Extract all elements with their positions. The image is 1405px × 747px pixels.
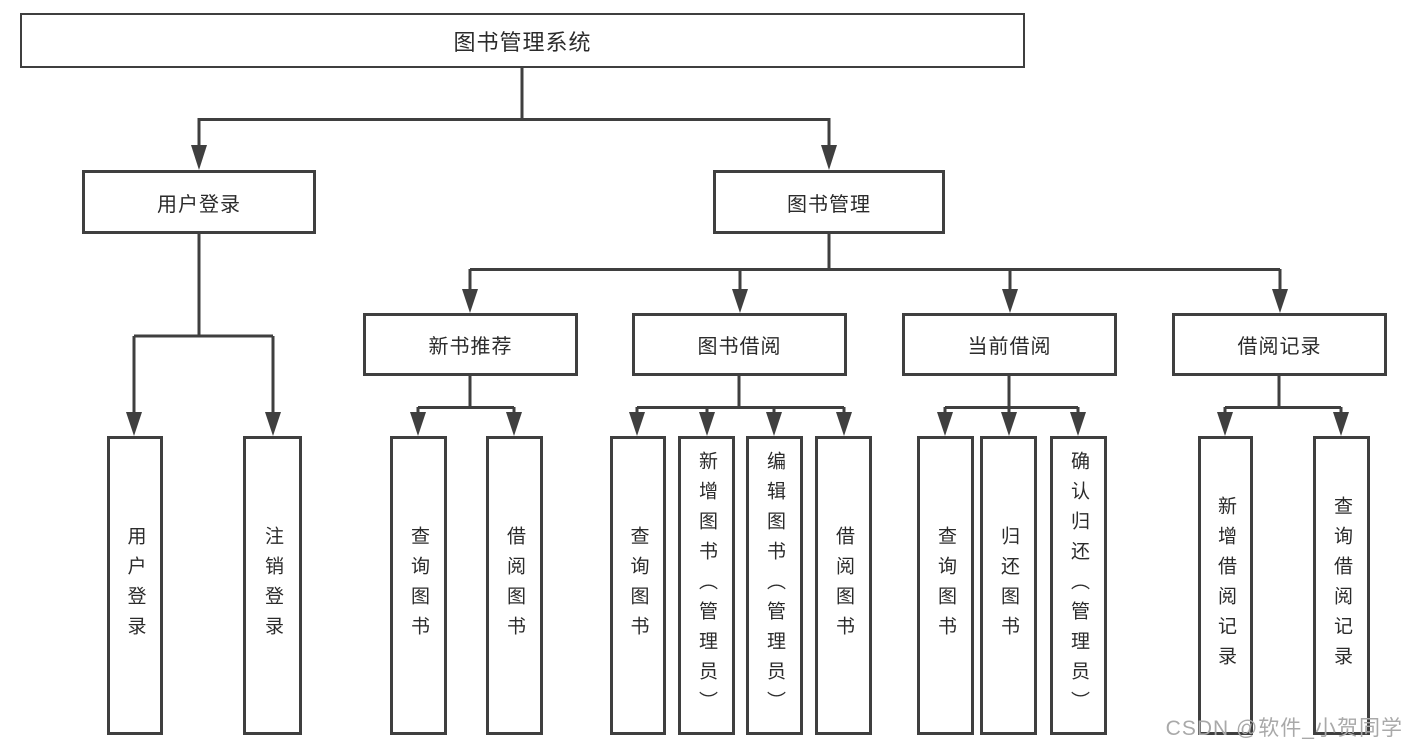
- node-borrow-records: 借阅记录: [1172, 313, 1387, 376]
- node-book-borrow: 图书借阅: [632, 313, 847, 376]
- node-label: 新书推荐: [428, 336, 513, 358]
- leaf-borrow-add-admin: 新增图书（管理员）: [678, 436, 735, 735]
- node-label: 查询借阅记录: [1331, 495, 1352, 676]
- node-label: 借阅图书: [504, 525, 525, 646]
- arrowhead: [1002, 289, 1018, 313]
- leaf-borrow-borrow: 借阅图书: [815, 436, 872, 735]
- connector-book-mgmt-children: [462, 233, 1288, 313]
- node-label: 当前借阅: [967, 336, 1052, 358]
- node-label: 图书借阅: [697, 336, 782, 358]
- arrowhead: [506, 412, 522, 436]
- leaf-current-confirm-admin: 确认归还（管理员）: [1050, 436, 1107, 735]
- arrowhead: [1217, 412, 1233, 436]
- csdn-watermark: CSDN @软件_小贺同学: [1165, 717, 1403, 740]
- node-label: 编辑图书（管理员）: [764, 450, 785, 721]
- leaf-borrow-query: 查询图书: [610, 436, 666, 735]
- node-label: 确认归还（管理员）: [1068, 450, 1089, 721]
- connector-user-login-children: [126, 233, 281, 436]
- arrowhead: [462, 289, 478, 313]
- node-new-book-recommend: 新书推荐: [363, 313, 578, 376]
- node-label: 查询图书: [408, 525, 429, 646]
- arrowhead: [191, 145, 207, 170]
- node-library-system: 图书管理系统: [20, 13, 1025, 68]
- arrowhead: [821, 145, 837, 170]
- connector-borrow-records-children: [1217, 376, 1349, 436]
- node-label: 借阅记录: [1237, 336, 1322, 358]
- arrowhead: [766, 412, 782, 436]
- node-label: 图书管理: [787, 193, 871, 216]
- arrowhead: [732, 289, 748, 313]
- node-label: 用户登录: [157, 193, 241, 216]
- arrowhead: [265, 412, 281, 436]
- node-label: 借阅图书: [833, 525, 854, 646]
- leaf-newbook-borrow: 借阅图书: [486, 436, 543, 735]
- connector-book-borrow-children: [629, 376, 852, 436]
- node-label: 图书管理系统: [453, 29, 592, 55]
- arrowhead: [937, 412, 953, 436]
- leaf-newbook-query: 查询图书: [390, 436, 447, 735]
- leaf-user-login: 用户登录: [107, 436, 163, 735]
- arrowhead: [410, 412, 426, 436]
- node-label: 查询图书: [627, 525, 649, 646]
- node-label: 用户登录: [124, 525, 146, 646]
- arrowhead: [126, 412, 142, 436]
- node-current-borrow: 当前借阅: [902, 313, 1117, 376]
- arrowhead: [1272, 289, 1288, 313]
- leaf-borrow-edit-admin: 编辑图书（管理员）: [746, 436, 803, 735]
- node-book-management: 图书管理: [713, 170, 945, 234]
- node-user-login: 用户登录: [82, 170, 316, 234]
- connector-root-to-level2: [191, 68, 837, 170]
- leaf-record-query: 查询借阅记录: [1313, 436, 1370, 735]
- node-label: 注销登录: [262, 525, 283, 646]
- leaf-logout: 注销登录: [243, 436, 302, 735]
- connector-current-borrow-children: [937, 376, 1086, 436]
- arrowhead: [699, 412, 715, 436]
- connector-new-book-children: [410, 376, 522, 436]
- leaf-current-query: 查询图书: [917, 436, 974, 735]
- leaf-current-return: 归还图书: [980, 436, 1037, 735]
- arrowhead: [836, 412, 852, 436]
- arrowhead: [1070, 412, 1086, 436]
- node-label: 查询图书: [935, 525, 956, 646]
- node-label: 新增图书（管理员）: [696, 450, 717, 721]
- leaf-record-add: 新增借阅记录: [1198, 436, 1253, 735]
- arrowhead: [629, 412, 645, 436]
- arrowhead: [1001, 412, 1017, 436]
- node-label: 归还图书: [998, 525, 1019, 646]
- node-label: 新增借阅记录: [1215, 495, 1236, 676]
- arrowhead: [1333, 412, 1349, 436]
